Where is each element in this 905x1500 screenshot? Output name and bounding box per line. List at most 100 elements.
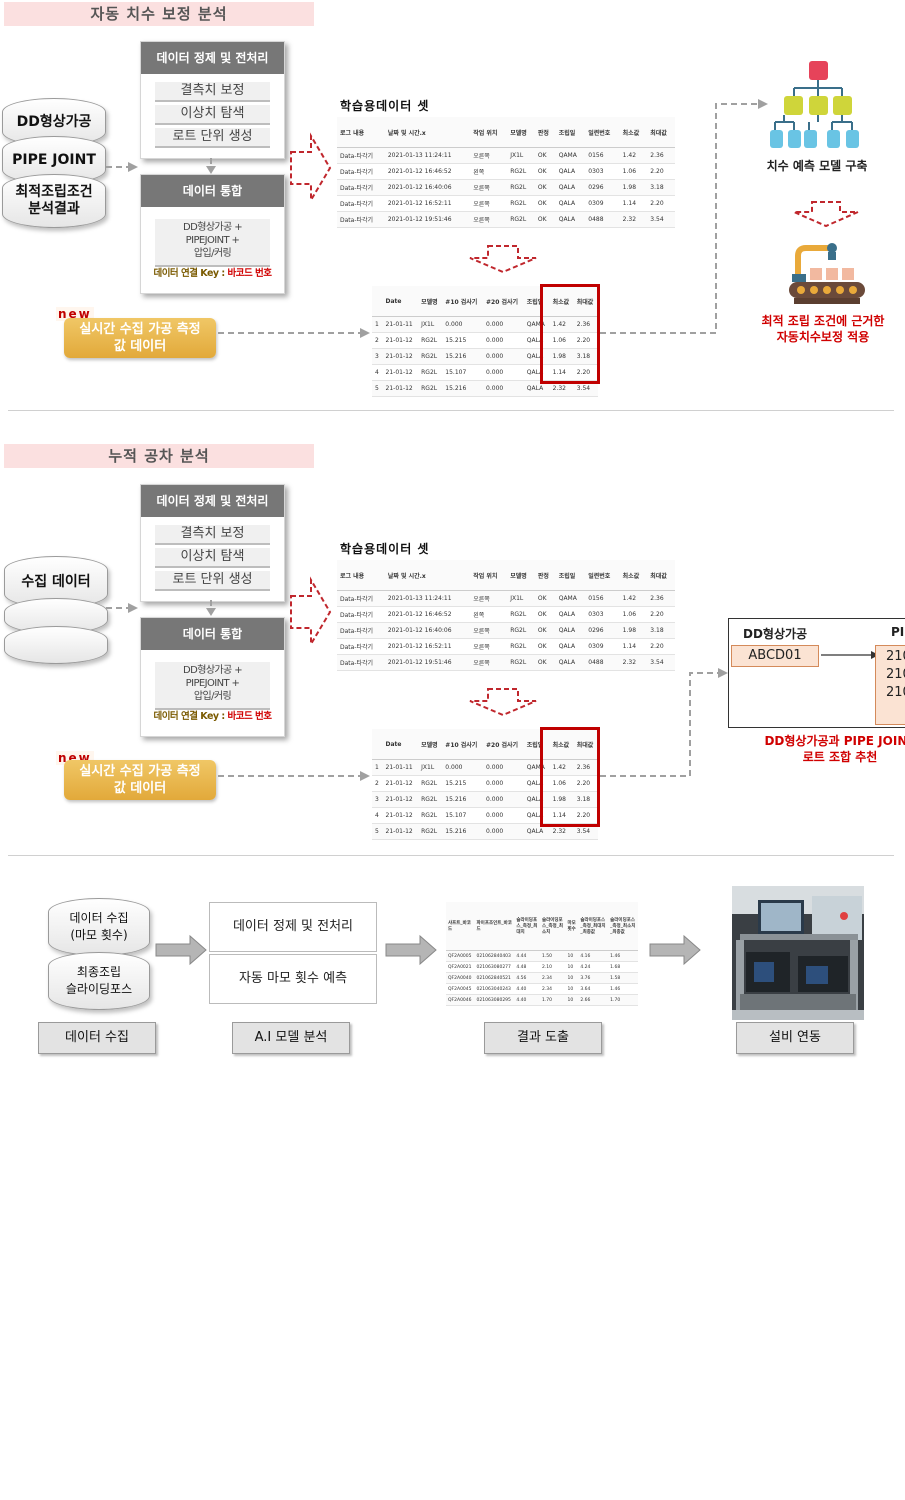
column-header[interactable]: 조립일 [523, 729, 550, 760]
table-cell: 1.06 [549, 332, 574, 349]
column-header[interactable]: 샤프트_바코드 [446, 902, 475, 951]
table-cell: QF2A0040 [446, 972, 475, 984]
table-cell: Data-타각기 [337, 590, 385, 607]
column-header[interactable]: 최대값 [573, 286, 598, 317]
column-header[interactable]: 작업 위치 [470, 117, 508, 148]
column-header[interactable]: 판정 [534, 560, 556, 591]
column-header[interactable]: 최대값 [647, 117, 675, 148]
column-header[interactable]: 최소값 [619, 560, 648, 591]
table-cell: QALA [523, 807, 550, 824]
table-cell: 1.98 [549, 791, 574, 808]
table-cell: 4.48 [514, 961, 540, 973]
tree-model-icon [770, 61, 859, 148]
column-header[interactable]: 날짜 및 시간.x [384, 117, 471, 148]
table-cell: 2.36 [573, 316, 598, 333]
db-label: DD형상가공 [16, 113, 92, 130]
column-header[interactable]: 모델명 [418, 286, 443, 317]
table-cell: QALA [555, 163, 586, 180]
highlight-box [540, 727, 600, 827]
table-cell: 21-01-11 [382, 316, 419, 333]
column-header[interactable]: Date [382, 729, 419, 760]
table-cell: 021062840521 [474, 972, 515, 984]
table-cell: 3.18 [647, 179, 675, 196]
table-cell: 4.44 [514, 950, 540, 962]
table-cell: 1.14 [619, 195, 648, 212]
table-cell: 21-01-12 [382, 775, 419, 792]
column-header[interactable]: 조립일 [555, 560, 586, 591]
table-cell: 2021-01-12 16:46:52 [384, 606, 471, 623]
column-header[interactable]: 마모횟수 [565, 902, 579, 951]
table-cell: 2021-01-12 19:51:46 [384, 211, 471, 228]
key-prefix: 데이터 연결 Key : [153, 711, 228, 722]
section1-arrows [106, 99, 859, 338]
table-cell: 0.000 [483, 332, 524, 349]
column-header[interactable]: 최소값 [549, 729, 574, 760]
column-header[interactable]: 판정 [534, 117, 556, 148]
column-header[interactable]: 슬라이딩포스_측정_최대치_최종값 [578, 902, 609, 951]
prep-title: 데이터 정제 및 전처리 [141, 42, 284, 74]
column-header[interactable]: 로그 내용 [337, 117, 385, 148]
column-header[interactable]: 로그 내용 [337, 560, 385, 591]
section2-merge-panel: 데이터 통합 DD형상가공 + PIPEJOINT + 압입/커링 데이터 연결… [140, 617, 285, 737]
table-cell: 2.20 [573, 775, 598, 792]
column-header[interactable]: 최대값 [573, 729, 598, 760]
table-cell: QAMA [523, 759, 550, 776]
column-header[interactable]: Date [382, 286, 419, 317]
column-header[interactable] [372, 729, 383, 760]
table-cell: QF2A0046 [446, 994, 475, 1006]
table-cell: 21-01-12 [382, 348, 419, 365]
table-cell: RG2L [507, 638, 535, 655]
column-header[interactable]: #20 검사기 [483, 286, 524, 317]
table-cell: RG2L [507, 654, 535, 671]
table-cell: 15.107 [442, 364, 484, 381]
column-header[interactable]: 최소값 [619, 117, 648, 148]
column-header[interactable]: 슬라이딩포스_측정_최대치 [514, 902, 540, 951]
column-header[interactable]: 파이프조인트_바코드 [474, 902, 515, 951]
column-header[interactable]: 슬라이딩포스_측정_최소치_최종값 [608, 902, 638, 951]
column-header[interactable]: 조립일 [523, 286, 550, 317]
table-cell: 3.18 [573, 348, 598, 365]
column-header[interactable]: #10 검사기 [442, 286, 484, 317]
column-header[interactable]: 최소값 [549, 286, 574, 317]
column-header[interactable]: 일련번호 [585, 117, 620, 148]
match-left-head: DD형상가공 [743, 627, 808, 641]
column-header[interactable]: 작업 위치 [470, 560, 508, 591]
column-header[interactable]: 일련번호 [585, 560, 620, 591]
column-header[interactable]: #20 검사기 [483, 729, 524, 760]
table-cell: 2.36 [647, 590, 675, 607]
table-cell: QAMA [555, 147, 586, 164]
column-header[interactable]: 모델명 [507, 560, 535, 591]
column-header[interactable]: 모델명 [418, 729, 443, 760]
column-header[interactable]: 날짜 및 시간.x [384, 560, 471, 591]
table-cell: QALA [523, 380, 550, 397]
train-title: 학습용데이터 셋 [340, 99, 430, 113]
column-header[interactable] [372, 286, 383, 317]
table-cell: 3 [372, 348, 383, 365]
match-caption: DD형상가공과 PIPE JOINT 로트 조합 추천 [764, 734, 905, 764]
column-header[interactable]: #10 검사기 [442, 729, 484, 760]
db-wear-count: 데이터 수집 (마모 횟수) [48, 898, 150, 956]
column-header[interactable]: 슬라이딩포스_측정_최소치 [539, 902, 566, 951]
table-cell: 0.000 [483, 823, 524, 840]
table-cell: 10 [565, 972, 579, 984]
prep-item: 로트 단위 생성 [155, 128, 270, 148]
column-header[interactable]: 모델명 [507, 117, 535, 148]
table-cell: 21-01-12 [382, 380, 419, 397]
merge-text: DD형상가공 + PIPEJOINT + 압입/커링 [155, 662, 270, 710]
key-value: 바코드 번호 [227, 268, 273, 279]
column-header[interactable]: 최대값 [647, 560, 675, 591]
table-cell: 1.06 [549, 775, 574, 792]
table-cell: QALA [523, 348, 550, 365]
table-cell: 0309 [585, 638, 620, 655]
table-cell: RG2L [418, 348, 443, 365]
column-header[interactable]: 조립일 [555, 117, 586, 148]
section1-title: 자동 치수 보정 분석 [4, 2, 314, 26]
db-optimal-assembly: 최적조립조건 분석결과 [2, 174, 106, 228]
db-label: 최적조립조건 분석결과 [15, 184, 93, 217]
label-data-collect: 데이터 수집 [38, 1022, 156, 1054]
table-cell: JX1L [507, 147, 535, 164]
